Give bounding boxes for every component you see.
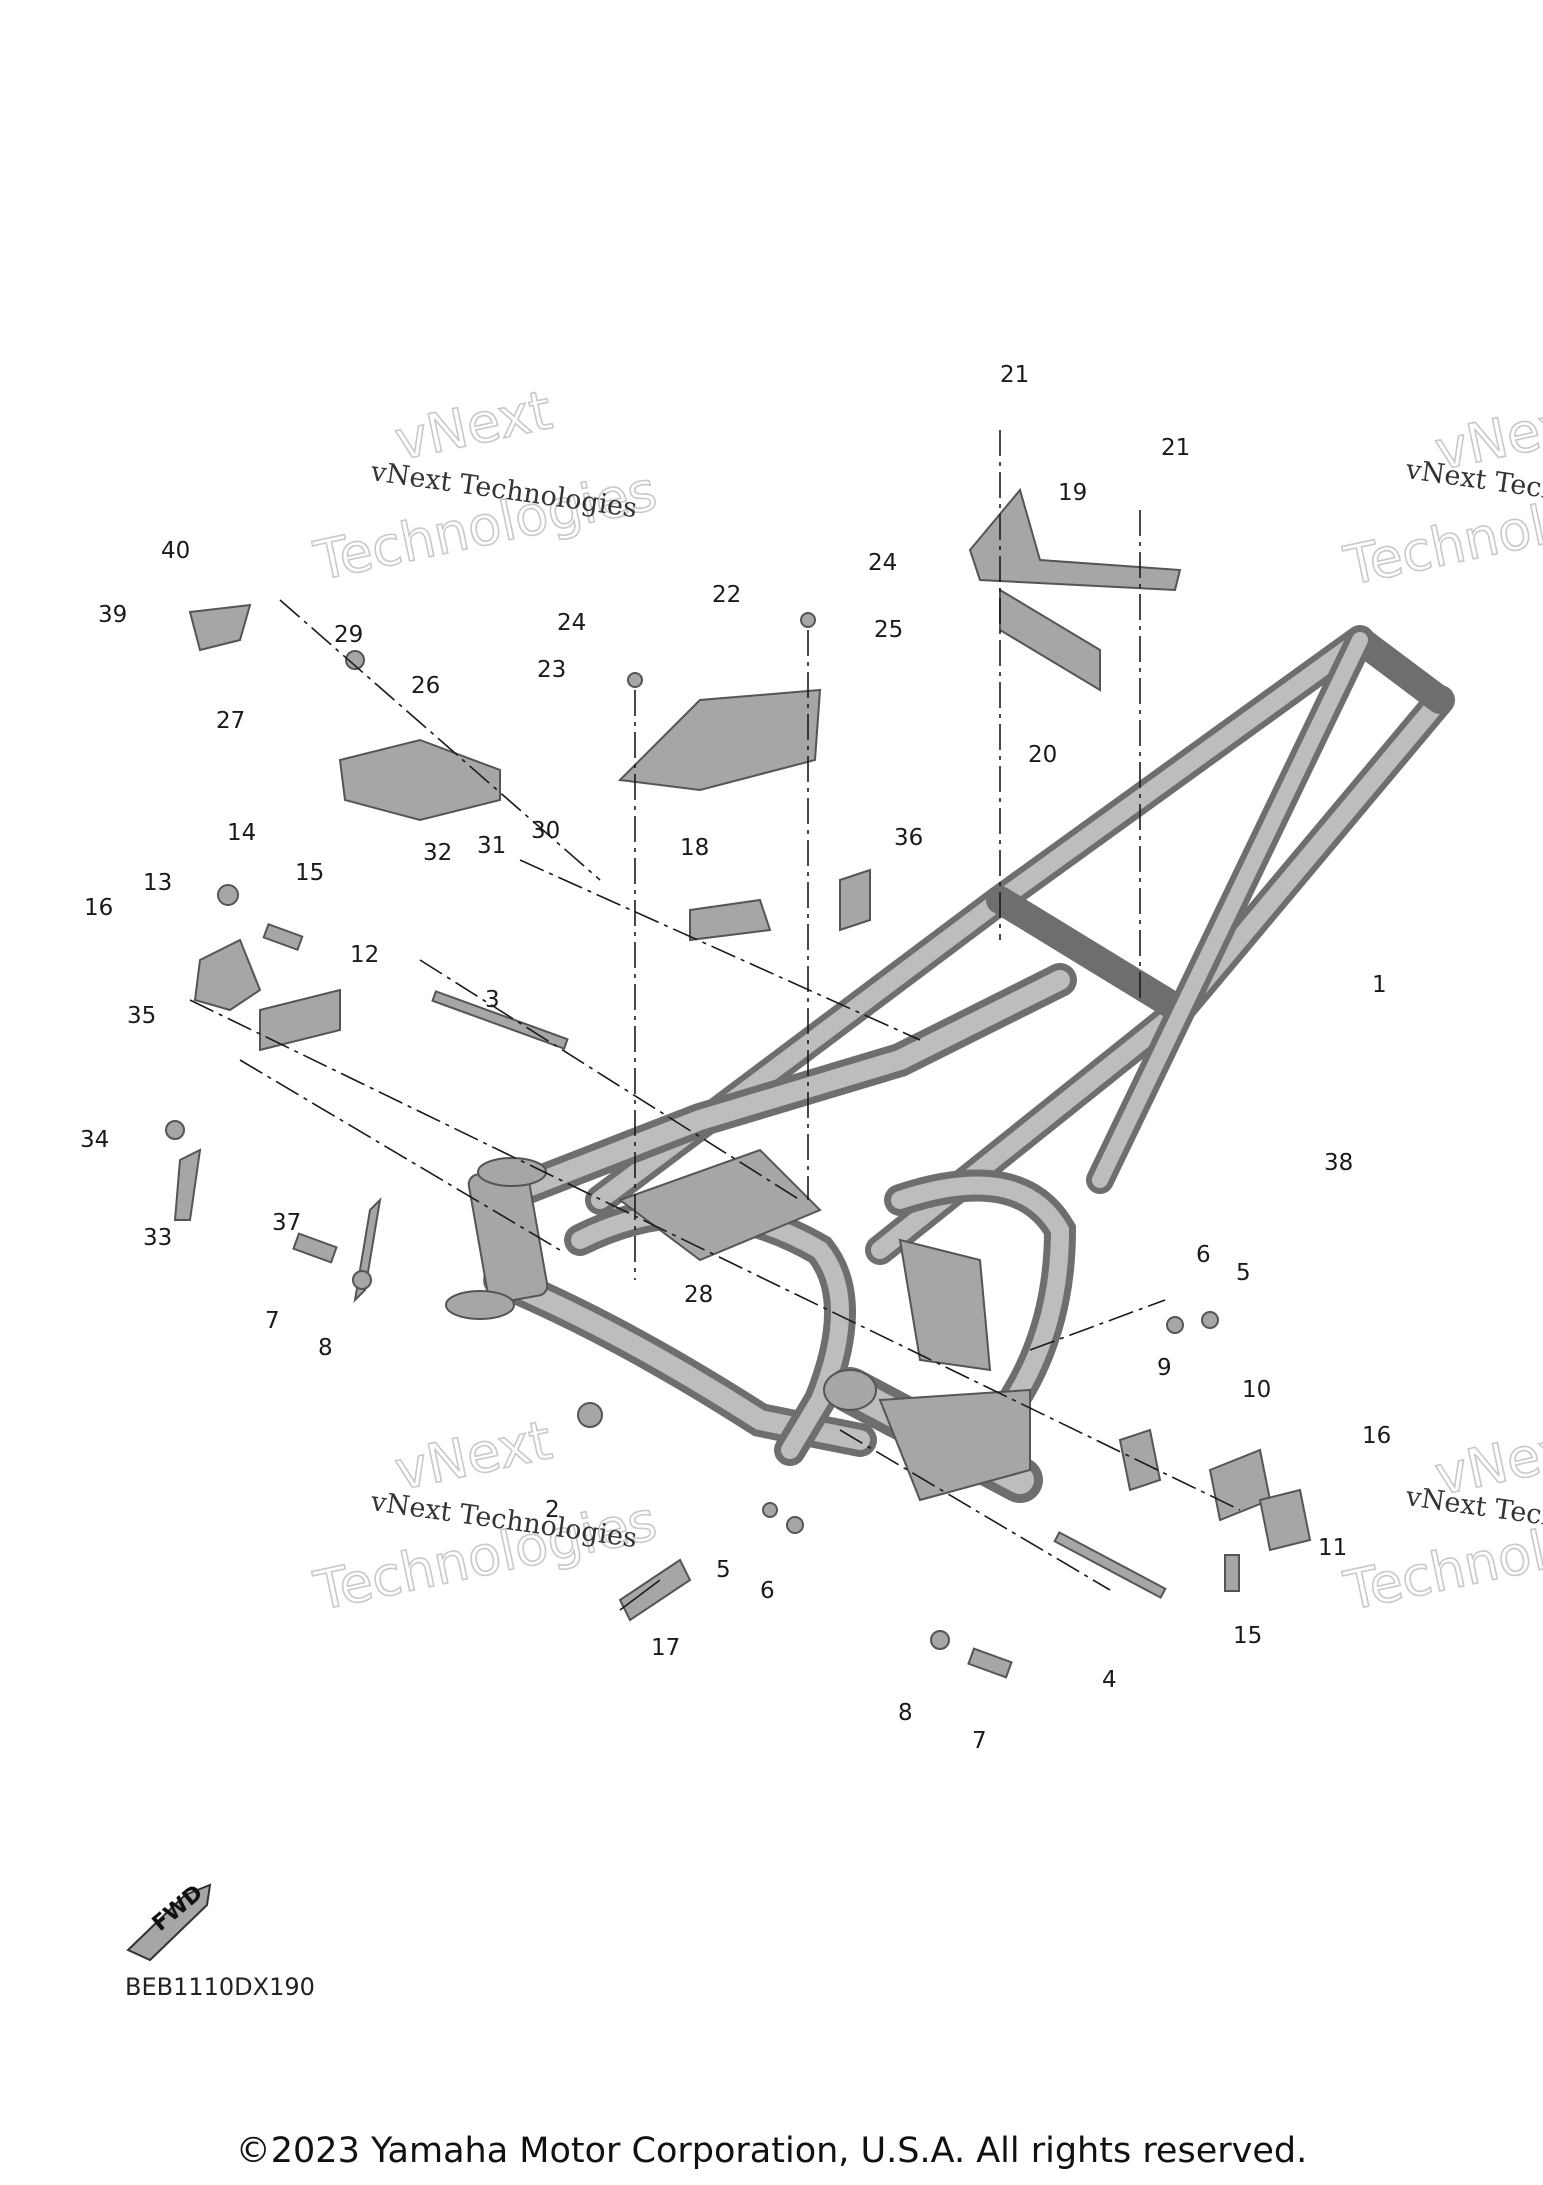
- callout: 12: [350, 942, 379, 968]
- part-20: [999, 588, 1101, 692]
- part-22: [617, 688, 822, 792]
- callout: 9: [1157, 1355, 1172, 1381]
- callout: 2: [545, 1497, 560, 1523]
- part-26: [338, 738, 501, 822]
- callout: 11: [1318, 1535, 1347, 1561]
- callout: 35: [127, 1003, 156, 1029]
- callout: 24: [868, 550, 897, 576]
- leader-lines: [189, 430, 1241, 1611]
- callout: 18: [680, 835, 709, 861]
- part-7a: [292, 1232, 338, 1264]
- callouts: 1 2 3 4 5 5 6 6 7 7 8 8 9 10 11 12 13 14…: [80, 362, 1391, 1754]
- part-7b: [967, 1647, 1013, 1679]
- part-37: [839, 868, 871, 932]
- callout: 3: [485, 987, 500, 1013]
- part-23: [627, 672, 643, 688]
- fwd-arrow-icon: FWD: [126, 1880, 212, 1962]
- callout: 17: [651, 1635, 680, 1661]
- callout: 7: [265, 1308, 280, 1334]
- part-17: [618, 1558, 692, 1622]
- callout: 13: [143, 870, 172, 896]
- part-8b: [930, 1630, 950, 1650]
- callout: 6: [1196, 1242, 1211, 1268]
- callout: 24: [557, 610, 586, 636]
- callout: 19: [1058, 480, 1087, 506]
- callout: 4: [1102, 1667, 1117, 1693]
- callout: 8: [898, 1700, 913, 1726]
- part-14: [217, 884, 239, 906]
- part-19: [968, 487, 1182, 592]
- callout: 16: [1362, 1423, 1391, 1449]
- part-25: [800, 612, 816, 628]
- drawing-code: BEB1110DX190: [125, 1973, 315, 2001]
- callout: 37: [272, 1210, 301, 1236]
- callout: 5: [716, 1557, 731, 1583]
- callout: 1: [1372, 972, 1387, 998]
- callout: 21: [1161, 435, 1190, 461]
- callout: 27: [216, 708, 245, 734]
- watermark-group-left-bottom: vNext Technologies vNext Technologies: [308, 1407, 663, 1623]
- watermark-vnext: vNext: [390, 378, 557, 472]
- part-40: [188, 603, 252, 652]
- part-4: [1053, 1531, 1167, 1599]
- watermark-group-right-top: vNext Technologies vNext Technologies: [1338, 387, 1543, 598]
- callout: 16: [84, 895, 113, 921]
- part-11: [1258, 1488, 1312, 1552]
- callout: 6: [760, 1578, 775, 1604]
- callout: 5: [1236, 1260, 1251, 1286]
- callout: 38: [1324, 1150, 1353, 1176]
- callout: 14: [227, 820, 256, 846]
- part-5a: [1201, 1311, 1219, 1329]
- part-13: [193, 938, 262, 1012]
- callout: 32: [423, 840, 452, 866]
- callout: 36: [894, 825, 923, 851]
- callout: 15: [295, 860, 324, 886]
- callout: 34: [80, 1127, 109, 1153]
- callout: 31: [477, 833, 506, 859]
- part-18: [689, 898, 772, 942]
- part-12: [259, 988, 341, 1052]
- callout: 22: [712, 582, 741, 608]
- part-15b: [1224, 1554, 1240, 1592]
- callout: 10: [1242, 1377, 1271, 1403]
- watermark-vnext: vNext: [390, 1408, 557, 1502]
- watermark-group-left-top: vNext Technologies vNext Technologies: [308, 377, 663, 593]
- callout: 30: [531, 818, 560, 844]
- part-34: [173, 1148, 202, 1221]
- callout: 33: [143, 1225, 172, 1251]
- part-36: [165, 1120, 185, 1140]
- callout: 40: [161, 538, 190, 564]
- part-2: [577, 1402, 603, 1428]
- callout: 25: [874, 617, 903, 643]
- part-9: [1118, 1428, 1162, 1492]
- callout: 28: [684, 1282, 713, 1308]
- part-6b: [786, 1516, 804, 1534]
- part-6a: [1166, 1316, 1184, 1334]
- callout: 39: [98, 602, 127, 628]
- callout: 20: [1028, 742, 1057, 768]
- main-frame: [445, 625, 1455, 1503]
- callout: 7: [972, 1728, 987, 1754]
- copyright-notice: ©2023 Yamaha Motor Corporation, U.S.A. A…: [235, 2131, 1308, 2171]
- callout: 29: [334, 622, 363, 648]
- part-5b: [762, 1502, 778, 1518]
- callout: 21: [1000, 362, 1029, 388]
- callout: 8: [318, 1335, 333, 1361]
- part-8a: [352, 1270, 372, 1290]
- callout: 26: [411, 673, 440, 699]
- part-3: [431, 990, 569, 1050]
- callout: 15: [1233, 1623, 1262, 1649]
- callout: 23: [537, 657, 566, 683]
- part-29: [345, 650, 365, 670]
- part-15a: [262, 922, 304, 952]
- parts: [165, 487, 1312, 1679]
